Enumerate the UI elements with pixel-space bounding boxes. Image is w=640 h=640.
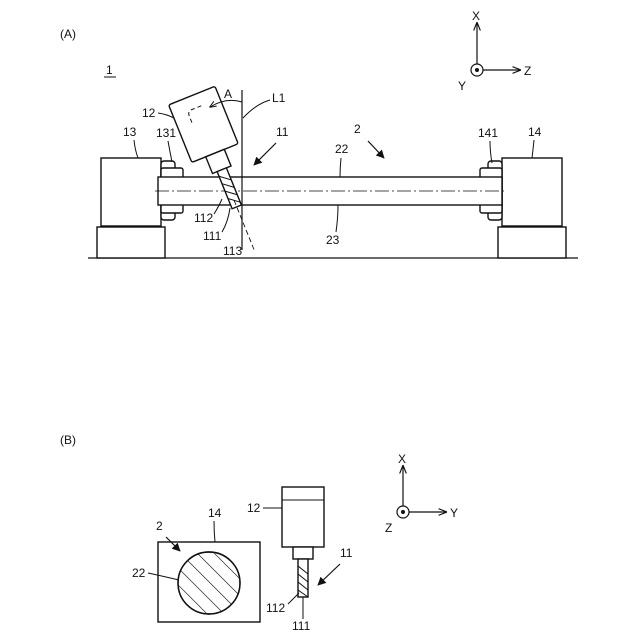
ref-2-b: 2 — [156, 519, 163, 533]
tool-assembly — [169, 86, 278, 260]
axis-label-x: X — [472, 9, 480, 23]
ref-131: 131 — [156, 126, 176, 140]
leader-111 — [222, 208, 230, 232]
z-axis-dot — [401, 510, 405, 514]
leader-141 — [490, 141, 492, 163]
y-axis-dot — [475, 68, 479, 72]
ref-14-b: 14 — [208, 506, 222, 520]
axis-label-x-b: X — [398, 452, 406, 466]
ref-22: 22 — [335, 142, 349, 156]
angle-label: A — [224, 87, 232, 101]
ref-111: 111 — [203, 229, 222, 243]
figure-b: (B) X Y Z 2 14 22 12 11 11 — [60, 433, 458, 633]
left-headstock-base — [97, 227, 165, 258]
left-headstock — [101, 158, 161, 226]
arrow-11 — [254, 143, 276, 165]
ref-11-b: 11 — [340, 546, 353, 560]
ref-112: 112 — [194, 211, 213, 225]
device-ref: 1 — [106, 63, 113, 77]
axis-line-label: L1 — [272, 91, 286, 105]
axis-label-y-b: Y — [450, 506, 458, 520]
leader-131 — [168, 141, 172, 162]
arrow-2 — [368, 141, 384, 158]
panel-label-b: (B) — [60, 433, 76, 447]
ref-22-b: 22 — [132, 566, 146, 580]
panel-label-a: (A) — [60, 27, 76, 41]
spindle-holder-b — [293, 547, 313, 559]
spindle-head-b — [282, 487, 324, 547]
leader-22 — [340, 158, 341, 177]
ref-14: 14 — [528, 125, 542, 139]
leader-13 — [134, 140, 138, 158]
leader-23 — [336, 205, 338, 232]
leader-l1 — [243, 100, 270, 118]
ref-23: 23 — [326, 233, 340, 247]
ref-112-b: 112 — [266, 601, 285, 615]
ref-11: 11 — [276, 125, 289, 139]
arrow-11-b — [318, 564, 340, 585]
ref-111-b: 111 — [292, 619, 311, 633]
ref-141: 141 — [478, 126, 498, 140]
axis-label-z: Z — [524, 64, 531, 78]
axes-a: X Z Y — [458, 9, 531, 93]
right-headstock-base — [498, 227, 566, 258]
ref-113: 113 — [223, 244, 242, 258]
leader-14 — [532, 140, 534, 158]
ref-13: 13 — [123, 125, 137, 139]
axes-b: X Y Z — [385, 452, 458, 535]
leader-14-b — [214, 521, 215, 542]
ref-12: 12 — [142, 106, 156, 120]
figure-a: (A) 1 X Z Y — [60, 9, 578, 261]
axis-label-z-b: Z — [385, 521, 392, 535]
ref-2: 2 — [354, 122, 361, 136]
axis-label-y: Y — [458, 79, 466, 93]
ref-12-b: 12 — [247, 501, 261, 515]
right-headstock — [502, 158, 562, 226]
leader-112-b — [288, 593, 299, 604]
